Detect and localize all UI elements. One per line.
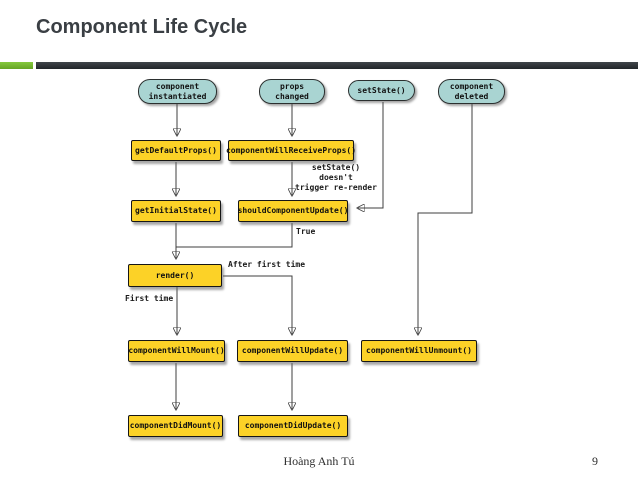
connector-setstate-to-shouldupdate bbox=[358, 102, 384, 208]
method-componentwillreceiveprops: componentWillReceiveProps() bbox=[226, 140, 356, 161]
method-componentwillunmount: componentWillUnmount() bbox=[361, 340, 477, 362]
title-rule bbox=[36, 62, 638, 69]
connector-render-to-willupdate bbox=[223, 275, 292, 334]
event-component-instantiated: component instantiated bbox=[138, 79, 217, 104]
method-componentdidmount: componentDidMount() bbox=[128, 415, 223, 437]
annotation-after-first-time: After first time bbox=[228, 260, 306, 269]
title-rule-accent bbox=[0, 62, 33, 69]
event-props-changed: props changed bbox=[259, 79, 325, 104]
annotation-no-rerender: setState() doesn't trigger re-render bbox=[295, 163, 377, 192]
connector-shouldupdate-true-merge bbox=[176, 223, 293, 248]
method-render: render() bbox=[128, 264, 222, 287]
event-component-deleted: component deleted bbox=[438, 79, 505, 104]
page-title: Component Life Cycle bbox=[36, 16, 248, 38]
method-shouldcomponentupdate: shouldComponentUpdate() bbox=[238, 200, 348, 222]
annotation-first-time: First time bbox=[125, 294, 174, 303]
annotation-true: True bbox=[296, 227, 316, 236]
footer-page-number: 9 bbox=[592, 454, 598, 468]
method-getinitialstate: getInitialState() bbox=[131, 200, 221, 222]
footer-author: Hoàng Anh Tú bbox=[283, 454, 355, 468]
method-componentwillupdate: componentWillUpdate() bbox=[237, 340, 348, 362]
method-componentdidupdate: componentDidUpdate() bbox=[238, 415, 348, 437]
event-setstate: setState() bbox=[348, 80, 415, 101]
connector-deleted-to-willunmount bbox=[418, 104, 473, 334]
method-getdefaultprops: getDefaultProps() bbox=[131, 140, 221, 161]
method-componentwillmount: componentWillMount() bbox=[128, 340, 225, 362]
